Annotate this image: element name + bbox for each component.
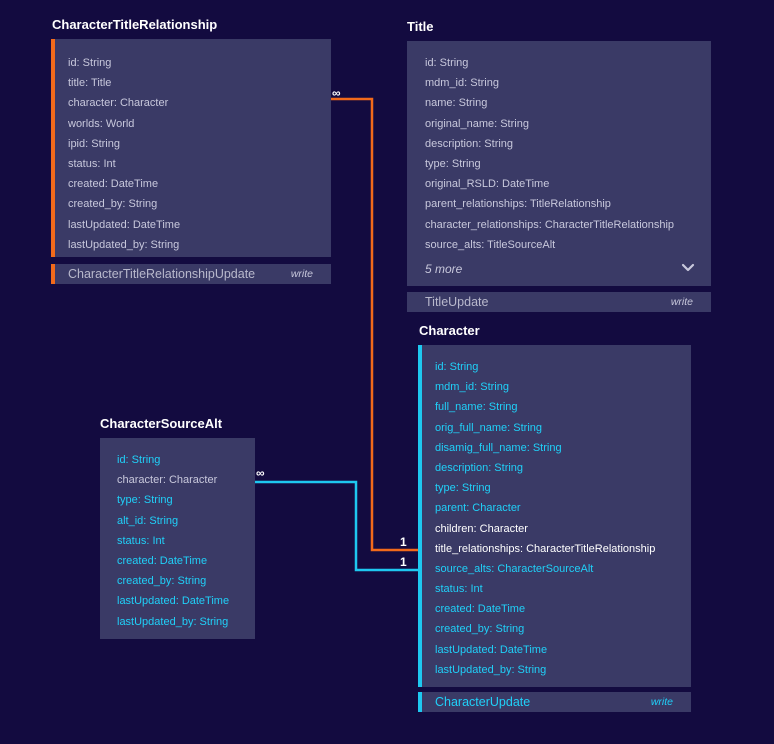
cardinality-many-csa: ∞: [256, 466, 265, 480]
update-name: CharacterTitleRelationshipUpdate: [68, 267, 256, 281]
field-list: id: String character: Character type: St…: [100, 438, 255, 632]
entity-card-character-title-relationship[interactable]: id: String title: Title character: Chara…: [51, 39, 331, 257]
update-row-character[interactable]: CharacterUpdate write: [418, 692, 691, 712]
field[interactable]: title_relationships: CharacterTitleRelat…: [435, 542, 656, 555]
update-row-title[interactable]: TitleUpdate write: [407, 292, 711, 312]
field[interactable]: lastUpdated_by: String: [117, 615, 229, 628]
field[interactable]: worlds: World: [68, 117, 135, 130]
update-row-character-title-relationship[interactable]: CharacterTitleRelationshipUpdate write: [51, 264, 331, 284]
entity-title-character-source-alt[interactable]: CharacterSourceAlt: [100, 416, 223, 431]
entity-card-title[interactable]: id: String mdm_id: String name: String o…: [407, 41, 711, 286]
field[interactable]: type: String: [425, 157, 481, 170]
field[interactable]: status: Int: [117, 534, 165, 547]
field[interactable]: created: DateTime: [68, 178, 159, 191]
write-tag: write: [650, 696, 673, 708]
field[interactable]: description: String: [425, 137, 514, 150]
field[interactable]: type: String: [435, 482, 491, 495]
field[interactable]: children: Character: [435, 522, 528, 535]
field[interactable]: created: DateTime: [117, 554, 208, 567]
field[interactable]: lastUpdated: DateTime: [117, 595, 230, 608]
relation-line-ctr-character: [331, 97, 419, 552]
field-list: id: String mdm_id: String full_name: Str…: [422, 345, 691, 680]
field[interactable]: created_by: String: [435, 623, 525, 636]
field[interactable]: description: String: [435, 461, 524, 474]
field[interactable]: lastUpdated_by: String: [435, 663, 547, 676]
entity-title-title[interactable]: Title: [407, 19, 434, 34]
field[interactable]: source_alts: CharacterSourceAlt: [435, 562, 594, 575]
field[interactable]: original_RSLD: DateTime: [425, 178, 550, 191]
cardinality-one-csa: 1: [400, 555, 407, 569]
field[interactable]: orig_full_name: String: [435, 421, 543, 434]
update-name: TitleUpdate: [425, 295, 489, 309]
entity-title-character-title-relationship[interactable]: CharacterTitleRelationship: [52, 17, 218, 32]
field[interactable]: id: String: [68, 57, 112, 69]
entity-title-character[interactable]: Character: [419, 323, 480, 338]
field[interactable]: lastUpdated_by: String: [68, 238, 180, 251]
field[interactable]: title: Title: [68, 77, 112, 90]
entity-card-character[interactable]: id: String mdm_id: String full_name: Str…: [418, 345, 691, 687]
field[interactable]: ipid: String: [68, 137, 120, 150]
field[interactable]: alt_id: String: [117, 514, 179, 527]
entity-card-character-source-alt[interactable]: id: String character: Character type: St…: [100, 438, 255, 639]
write-tag: write: [670, 296, 693, 308]
field[interactable]: name: String: [425, 97, 488, 110]
cardinality-one-ctr: 1: [400, 535, 407, 549]
field-list: id: String title: Title character: Chara…: [55, 39, 331, 255]
update-name: CharacterUpdate: [435, 695, 531, 709]
field[interactable]: created_by: String: [117, 575, 207, 588]
field[interactable]: character_relationships: CharacterTitleR…: [425, 218, 675, 231]
field-list: id: String mdm_id: String name: String o…: [407, 41, 711, 255]
cardinality-many-ctr: ∞: [332, 86, 341, 100]
field[interactable]: status: Int: [68, 157, 116, 170]
field[interactable]: character: Character: [117, 474, 218, 487]
chevron-down-icon[interactable]: [681, 260, 695, 277]
field[interactable]: lastUpdated: DateTime: [68, 218, 181, 231]
field[interactable]: id: String: [435, 361, 479, 373]
field[interactable]: source_alts: TitleSourceAlt: [425, 238, 556, 251]
field[interactable]: id: String: [117, 454, 161, 466]
field[interactable]: created_by: String: [68, 198, 158, 211]
field[interactable]: original_name: String: [425, 117, 529, 130]
field[interactable]: character: Character: [68, 97, 169, 110]
field[interactable]: type: String: [117, 494, 173, 507]
field[interactable]: mdm_id: String: [435, 381, 509, 394]
field[interactable]: status: Int: [435, 583, 483, 596]
field[interactable]: full_name: String: [435, 401, 518, 414]
field[interactable]: created: DateTime: [435, 603, 526, 616]
write-tag: write: [290, 268, 313, 280]
more-fields-label: 5 more: [425, 262, 463, 276]
field[interactable]: parent_relationships: TitleRelationship: [425, 198, 611, 211]
more-fields-toggle[interactable]: 5 more: [425, 262, 695, 278]
field[interactable]: lastUpdated: DateTime: [435, 643, 548, 656]
field[interactable]: id: String: [425, 57, 469, 69]
relation-line-csa-character: [255, 480, 419, 572]
field[interactable]: mdm_id: String: [425, 77, 499, 90]
field[interactable]: parent: Character: [435, 502, 521, 515]
field[interactable]: disamig_full_name: String: [435, 441, 562, 454]
